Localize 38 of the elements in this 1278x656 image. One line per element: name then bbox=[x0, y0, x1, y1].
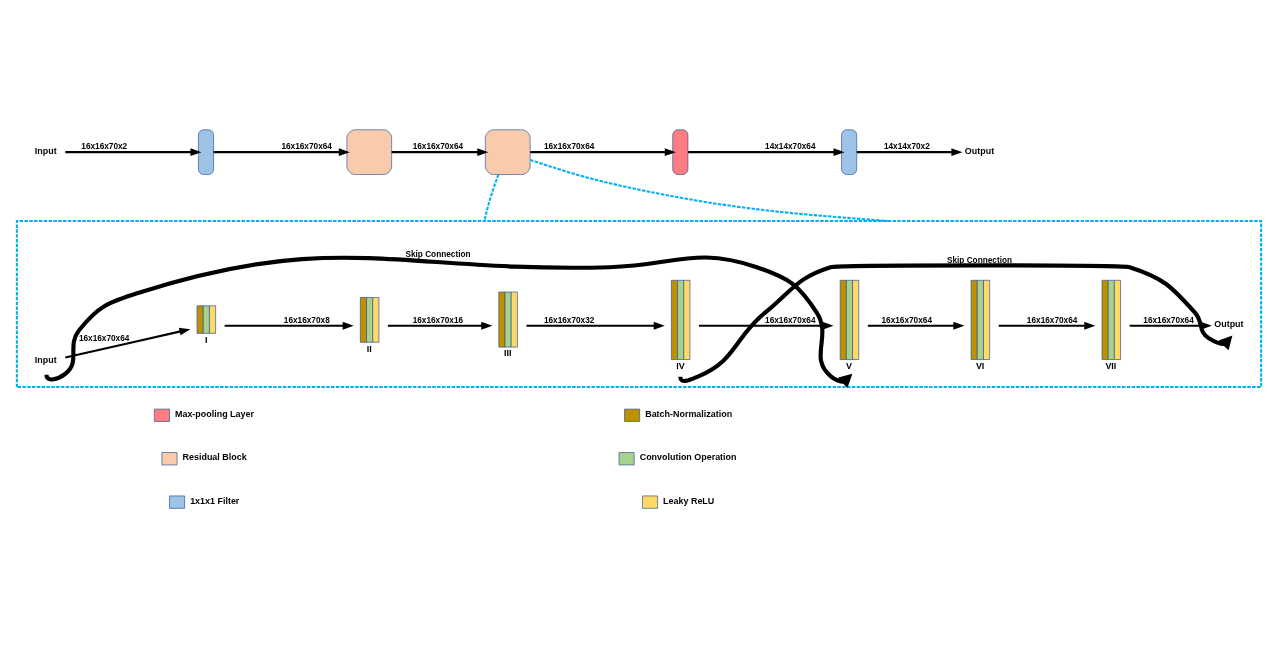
legend-label: Convolution Operation bbox=[639, 452, 737, 463]
arrow bbox=[530, 148, 676, 156]
node-label: IV bbox=[676, 360, 685, 371]
arrow bbox=[387, 321, 493, 330]
node-box bbox=[485, 129, 531, 175]
arrow bbox=[867, 321, 965, 330]
node-box bbox=[841, 129, 858, 175]
arrow bbox=[698, 321, 834, 330]
node-box bbox=[346, 129, 392, 175]
arrow bbox=[213, 148, 350, 156]
node-box bbox=[198, 129, 214, 175]
legend-label: 1x1x1 Filter bbox=[190, 495, 240, 506]
arrow bbox=[391, 148, 489, 156]
node-text: Output bbox=[964, 145, 995, 156]
connector bbox=[529, 158, 888, 223]
node-label: VII bbox=[1105, 360, 1117, 371]
node-label: I bbox=[204, 334, 208, 345]
node-label: III bbox=[503, 348, 512, 359]
arrow bbox=[998, 321, 1096, 330]
legend-label: Residual Block bbox=[182, 452, 247, 463]
arrow bbox=[65, 148, 202, 156]
node-label: II bbox=[366, 343, 372, 354]
legend-label: Max-pooling Layer bbox=[174, 408, 254, 419]
arrow bbox=[65, 327, 191, 359]
arrow bbox=[856, 148, 963, 156]
node-box bbox=[672, 129, 689, 175]
node-label: VI bbox=[975, 360, 985, 371]
connector bbox=[483, 174, 500, 222]
node-text: Input bbox=[34, 355, 57, 366]
arrow bbox=[224, 321, 354, 330]
node-label: V bbox=[846, 360, 852, 371]
node-text: Output bbox=[1214, 319, 1244, 330]
legend-label: Batch-Normalization bbox=[645, 408, 733, 419]
node-text: Input bbox=[34, 145, 57, 156]
arrow bbox=[526, 321, 665, 330]
legend-label: Leaky ReLU bbox=[663, 495, 715, 506]
arrow bbox=[688, 148, 845, 156]
arrow bbox=[1129, 321, 1212, 330]
